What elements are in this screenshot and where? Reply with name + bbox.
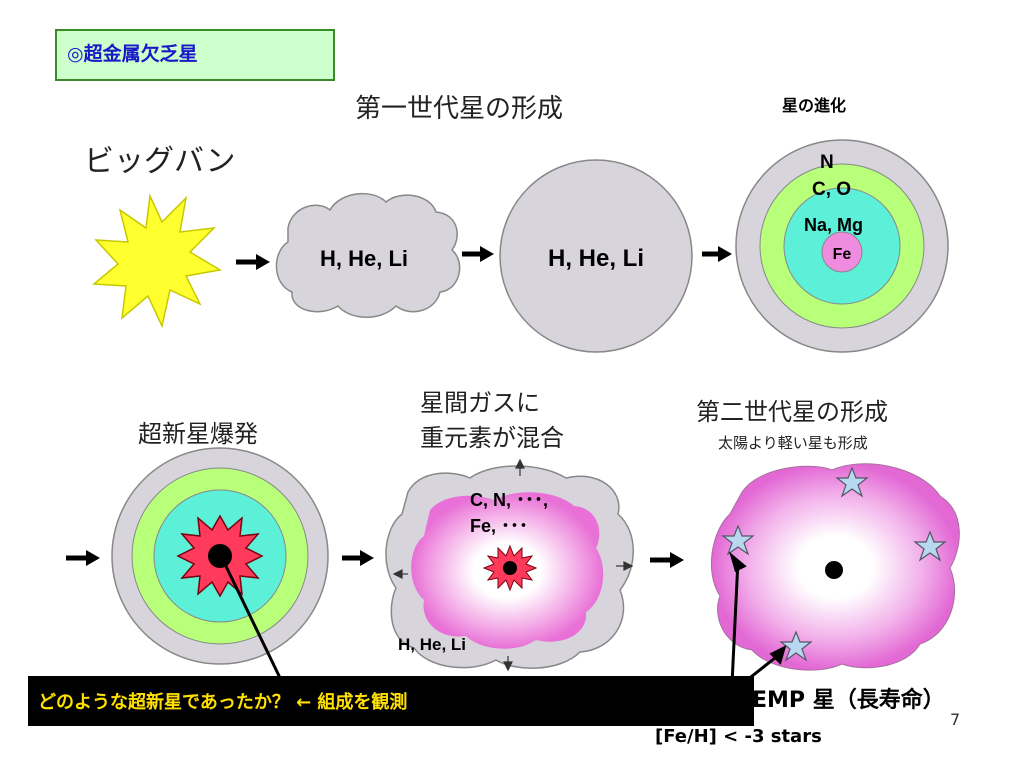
bottom-caption-text: どのような超新星であったか？ ← 組成を観測 [38, 692, 408, 713]
core-fe-label: Fe [833, 246, 852, 263]
supernova-label: 超新星爆発 [138, 420, 258, 448]
stellar-evolution-label: 星の進化 [782, 96, 847, 115]
first-generation-star [499, 159, 693, 353]
mixed-elements-line2: Fe, ･･･ [470, 516, 528, 536]
bottom-caption-bar: どのような超新星であったか？ ← 組成を観測 [28, 676, 754, 726]
expansion-arrows [392, 458, 634, 672]
second-generation-label: 第二世代星の形成 [696, 398, 888, 426]
mixed-elements-line1: C, N, ･･･, [470, 490, 548, 510]
page-number: 7 [950, 710, 961, 729]
arrow-right-icon [342, 550, 374, 566]
big-bang-burst-icon [92, 193, 223, 329]
ism-mix-label-line2: 重元素が混合 [420, 424, 564, 452]
fe-h-label: [Fe/H] < -3 stars [655, 726, 822, 747]
evolved-star-shells [735, 139, 949, 353]
gas-cloud-shape [275, 192, 461, 318]
arrow-right-icon [66, 550, 100, 566]
low-mass-star-icons [721, 466, 947, 662]
shell-namg-label: Na, Mg [804, 215, 863, 235]
shell-co-label: C, O [812, 179, 851, 200]
section-title: ◎超金属欠乏星 [67, 43, 198, 65]
mixed-bottom-elements: H, He, Li [398, 635, 466, 654]
arrow-right-icon [650, 552, 684, 568]
ism-mix-label-line1: 星間ガスに [420, 389, 540, 417]
second-generation-sublabel: 太陽より軽い星も形成 [718, 434, 868, 452]
first-star-elements: H, He, Li [548, 245, 644, 272]
big-bang-label: ビッグバン [84, 144, 236, 179]
first-generation-label: 第一世代星の形成 [355, 94, 564, 124]
emp-star-label: EMP 星（長寿命） [752, 688, 945, 713]
arrow-right-icon [236, 254, 270, 270]
supernova-core [208, 544, 232, 568]
arrow-right-icon [702, 246, 732, 262]
mixed-cloud-core [503, 561, 517, 575]
section-title-box: ◎超金属欠乏星 [55, 29, 335, 81]
arrow-right-icon [462, 246, 494, 262]
second-generation-core [825, 561, 843, 579]
gas-cloud-elements: H, He, Li [320, 246, 408, 271]
shell-n-label: N [820, 152, 834, 173]
